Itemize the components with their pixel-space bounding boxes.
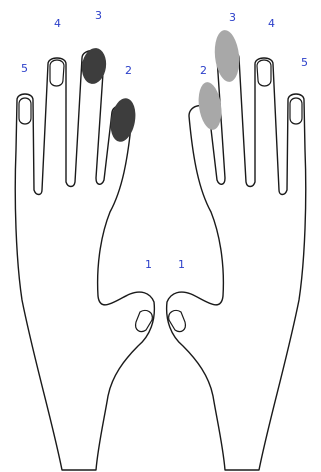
right-label-index: 2: [200, 64, 207, 77]
right-label-middle: 3: [229, 11, 236, 24]
right-label-thumb: 1: [178, 258, 185, 271]
right-label-pinky: 5: [301, 56, 308, 69]
right-ring-nail: [257, 60, 271, 86]
right-hand-outline: [167, 51, 306, 471]
left-label-thumb: 1: [145, 258, 152, 271]
left-label-pinky: 5: [21, 62, 28, 75]
left-label-index: 2: [125, 64, 132, 77]
left-pinky-nail: [19, 98, 31, 124]
right-hand: [167, 29, 306, 470]
right-label-ring: 4: [268, 17, 275, 30]
right-pinky-nail: [290, 98, 302, 124]
left-label-middle: 3: [95, 9, 102, 22]
left-label-ring: 4: [54, 17, 61, 30]
left-hand: 5 4 3 2 1: [15, 9, 154, 470]
left-ring-nail: [50, 60, 64, 86]
